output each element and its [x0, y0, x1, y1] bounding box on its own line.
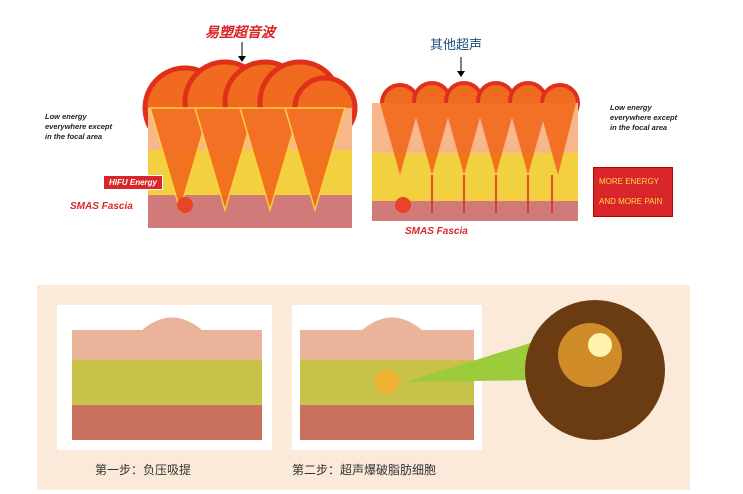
hifu-illustration: [142, 42, 358, 228]
burst-zoom-illustration: [405, 300, 665, 440]
more-energy-pain-box: MORE ENERGY AND MORE PAIN: [593, 167, 673, 217]
other-ultrasound-title: 其他超声: [430, 38, 483, 53]
pain-line-2: AND MORE PAIN: [599, 197, 663, 206]
hifu-title: 易塑超音波: [205, 25, 275, 41]
step1-caption: 第一步：负压吸提: [95, 463, 192, 477]
low-energy-note-right: Low energy everywhere except in the foca…: [610, 103, 678, 132]
smas-fascia-label: SMAS Fascia: [70, 201, 133, 212]
other-ultrasound-illustration: [372, 57, 580, 221]
step2-caption: 第二步：超声爆破脂肪细胞: [292, 463, 437, 477]
low-energy-note: Low energy everywhere except in the foca…: [45, 112, 113, 141]
hifu-energy-label: HIFU Energy: [103, 175, 164, 190]
step1-skin-illustration: [57, 305, 272, 450]
smas-fascia-label-right: SMAS Fascia: [405, 226, 468, 237]
pain-line-1: MORE ENERGY: [599, 177, 660, 186]
